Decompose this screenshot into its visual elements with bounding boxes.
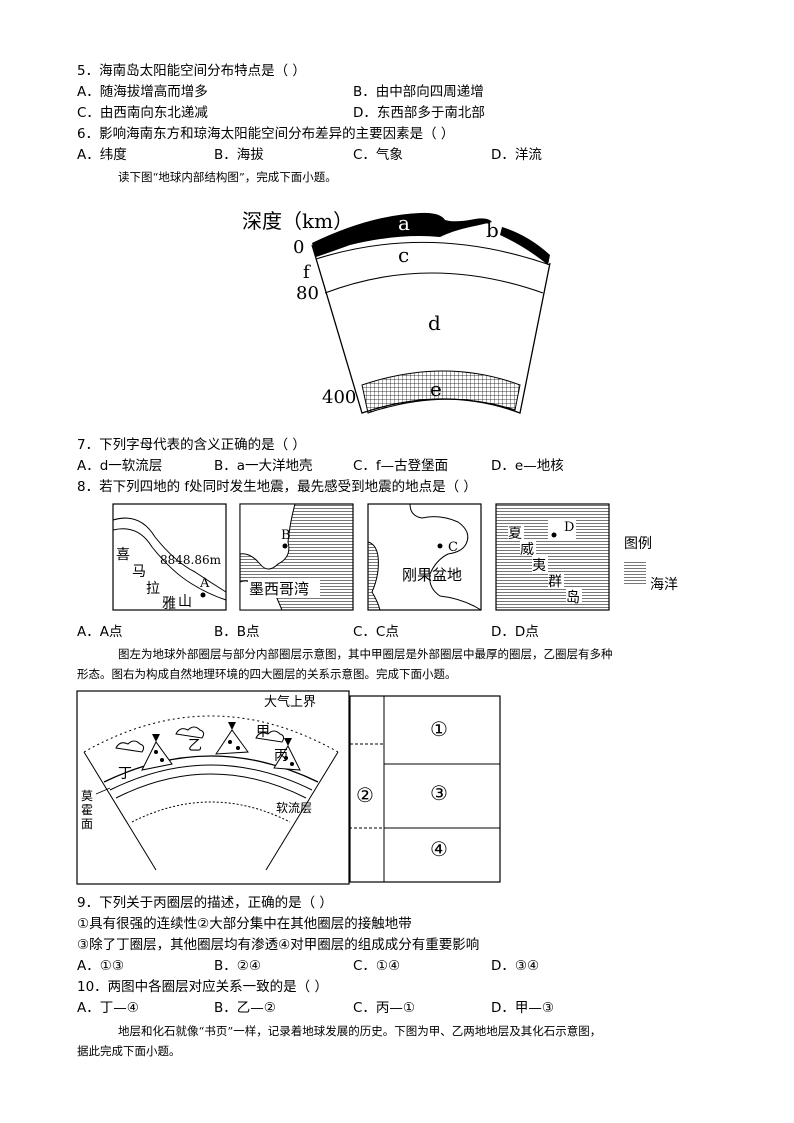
label-ding: 丁 xyxy=(118,766,132,782)
point-b xyxy=(282,543,288,549)
circle-1: ① xyxy=(430,717,448,741)
q8-option-a: A．A点 xyxy=(77,624,123,640)
label-e: e xyxy=(430,377,442,401)
q7-stem: 7．下列字母代表的含义正确的是（ ） xyxy=(77,437,306,453)
label-b: b xyxy=(486,218,499,242)
p4-t2: 威 xyxy=(520,542,534,558)
point-d xyxy=(551,532,557,538)
q9-statement-1: ①具有很强的连续性②大部分集中在其他圈层的接触地带 xyxy=(77,916,412,932)
circle-2: ② xyxy=(356,783,374,807)
label-jia: 甲 xyxy=(256,724,270,740)
p4-point-d: D xyxy=(564,520,574,535)
intro-spheres-line2: 形态。图右为构成自然地理环境的四大圈层的关系示意图。完成下面小题。 xyxy=(77,667,457,681)
intro-strata-line2: 据此完成下面小题。 xyxy=(77,1044,181,1058)
label-c: c xyxy=(398,243,409,267)
label-moho-2: 霍 xyxy=(81,803,93,817)
circle-3: ③ xyxy=(430,781,448,805)
label-ruanliu: 软流层 xyxy=(276,801,312,815)
legend-ocean-label: 海洋 xyxy=(650,577,678,593)
legend-ocean-swatch xyxy=(624,560,646,584)
p1-t5: 山 xyxy=(178,594,192,610)
intro-earth-structure: 读下图“地球内部结构图”，完成下面小题。 xyxy=(118,170,337,184)
p2-name: 墨西哥湾 xyxy=(249,580,309,598)
q6-option-d: D．洋流 xyxy=(491,147,542,163)
crust-a xyxy=(312,212,492,257)
p2-point-b: B xyxy=(281,528,291,543)
q9-stem: 9．下列关于丙圈层的描述，正确的是（ ） xyxy=(77,895,333,911)
q6-option-a: A．纬度 xyxy=(77,147,127,163)
tick-0: 0 xyxy=(293,237,304,258)
label-f: f xyxy=(303,262,311,283)
q7-option-a: A．d一软流层 xyxy=(77,458,163,474)
q8-stem: 8．若下列四地的 f处同时发生地震，最先感受到地震的地点是（ ） xyxy=(77,479,477,495)
q8-option-c: C．C点 xyxy=(353,624,399,640)
p1-t2: 马 xyxy=(132,564,146,580)
p1-elev: 8848.86m xyxy=(160,553,222,567)
p1-t1: 喜 xyxy=(116,547,130,563)
point-a xyxy=(200,592,206,598)
p1-point-a: A xyxy=(199,576,210,591)
p1-t3: 拉 xyxy=(146,581,160,597)
label-yi: 乙 xyxy=(188,738,202,754)
q5-stem: 5．海南岛太阳能空间分布特点是（ ） xyxy=(77,63,306,79)
earth-structure-figure: 深度（km） 0 f 80 400 a b c d e xyxy=(242,209,551,414)
q9-option-d: D．③④ xyxy=(491,958,540,974)
q6-option-c: C．气象 xyxy=(353,147,403,163)
intro-spheres-line1: 图左为地球外部圈层与部分内部圈层示意图，其中甲圈层是外部圈层中最厚的圈层，乙圈层… xyxy=(118,647,613,661)
p4-t1: 夏 xyxy=(508,526,522,542)
legend-title: 图例 xyxy=(624,536,652,552)
spheres-figure: 大气上界 甲 乙 丙 丁 莫 霍 面 软流层 ① ② ③ ④ xyxy=(76,690,501,885)
point-c xyxy=(437,543,443,549)
q5-option-a: A．随海拔增高而增多 xyxy=(77,84,208,100)
q8-option-b: B．B点 xyxy=(214,624,260,640)
q5-option-c: C．由西南向东北递减 xyxy=(77,105,208,121)
intro-strata-line1: 地层和化石就像“书页”一样，记录着地球发展的历史。下图为甲、乙两地地层及其化石示… xyxy=(118,1024,602,1038)
q9-option-c: C．①④ xyxy=(353,958,401,974)
p1-t4: 雅 xyxy=(162,596,176,612)
q9-option-a: A．①③ xyxy=(77,958,124,974)
q9-option-b: B．②④ xyxy=(214,958,261,974)
p4-t4: 群 xyxy=(548,574,562,590)
tick-400: 400 xyxy=(322,387,356,408)
circle-4: ④ xyxy=(430,837,448,861)
four-locations-figure: 喜 马 拉 雅 山 8848.86m A B 墨西哥湾 C 刚果盆地 夏 威 夷… xyxy=(112,503,678,612)
q10-option-d: D．甲—③ xyxy=(491,1000,554,1016)
label-moho-3: 面 xyxy=(81,817,93,831)
q7-option-c: C．f—古登堡面 xyxy=(353,458,449,474)
q6-option-b: B．海拔 xyxy=(214,147,264,163)
q9-statement-2: ③除了丁圈层，其他圈层均有渗透④对甲圈层的组成成分有重要影响 xyxy=(77,937,480,953)
p3-point-c: C xyxy=(448,540,458,555)
panel-himalaya xyxy=(112,503,227,611)
q7-option-d: D．e—地核 xyxy=(491,458,564,474)
label-moho-1: 莫 xyxy=(81,789,93,803)
p4-t3: 夷 xyxy=(532,558,546,574)
q10-option-b: B．乙—② xyxy=(214,1000,276,1016)
p3-name: 刚果盆地 xyxy=(402,566,462,584)
q10-stem: 10．两图中各圈层对应关系一致的是（ ） xyxy=(77,979,328,995)
q5-option-b: B．由中部向四周递增 xyxy=(353,84,484,100)
q10-option-c: C．丙—① xyxy=(353,1000,416,1016)
q6-stem: 6．影响海南东方和琼海太阳能空间分布差异的主要因素是（ ） xyxy=(77,126,455,142)
q8-option-d: D．D点 xyxy=(491,624,539,640)
label-d: d xyxy=(428,311,441,335)
q5-option-d: D．东西部多于南北部 xyxy=(353,105,485,121)
label-top-atmosphere: 大气上界 xyxy=(264,694,316,710)
q10-option-a: A．丁—④ xyxy=(77,1000,139,1016)
label-a: a xyxy=(398,211,410,235)
layer-e-hatch xyxy=(361,370,521,414)
depth-label: 深度（km） xyxy=(242,209,353,233)
p4-t5: 岛 xyxy=(566,590,580,606)
tick-80: 80 xyxy=(296,283,319,304)
label-bing: 丙 xyxy=(274,748,288,764)
panel-congo xyxy=(367,503,482,611)
q7-option-b: B．a一大洋地壳 xyxy=(214,458,313,474)
crust-b xyxy=(500,227,550,265)
